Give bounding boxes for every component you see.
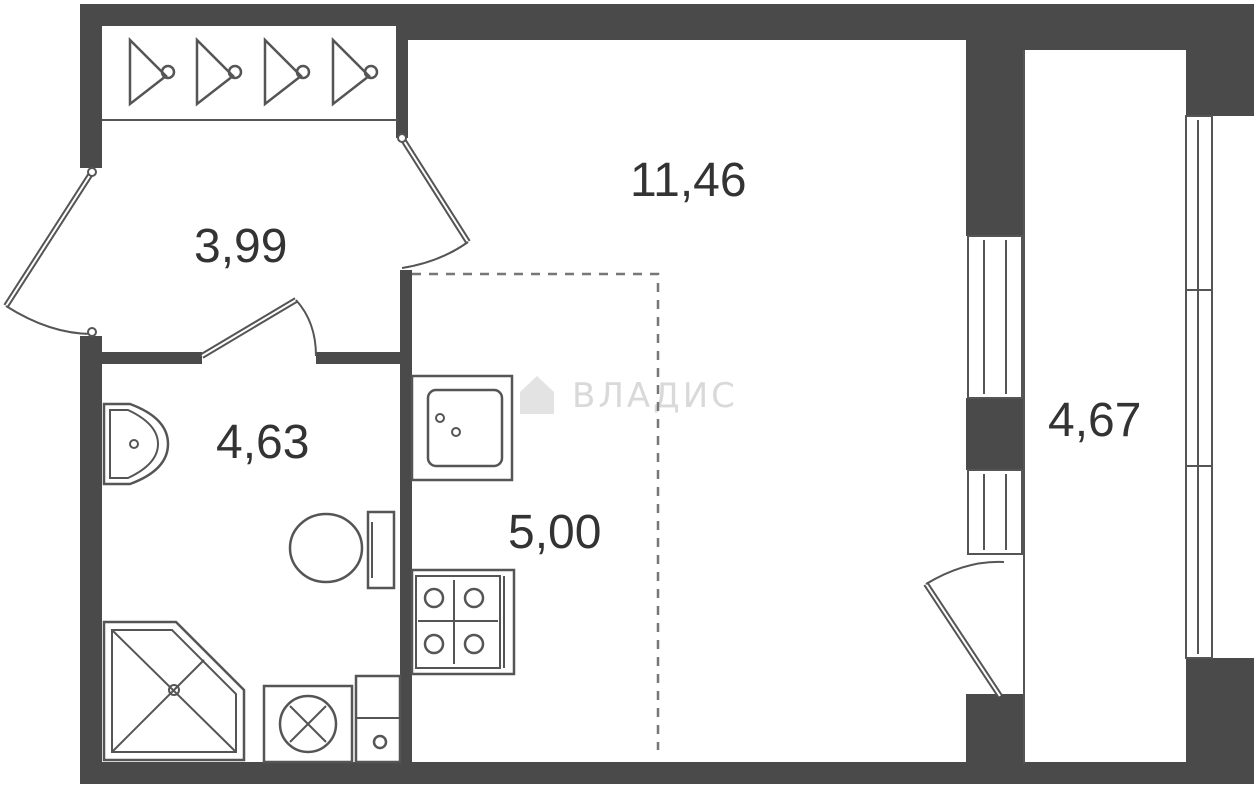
top-wall [80, 4, 968, 26]
drain-icon [168, 684, 180, 696]
burner-icon [463, 633, 485, 655]
hanger-icon [331, 36, 379, 107]
area-label-bathroom: 4,63 [216, 416, 309, 469]
bathroom-top-wall-left [102, 352, 202, 364]
left-wall-bottom [80, 336, 102, 784]
hanger-icon [195, 36, 243, 107]
right-pillar-top [966, 50, 1024, 236]
balcony-bottom-corner [1186, 658, 1254, 764]
toilet [288, 510, 396, 590]
burner-icon [463, 587, 485, 609]
hanger-icon [263, 36, 311, 107]
shower-cabin [102, 620, 246, 762]
wardrobe-hangers [128, 36, 379, 107]
burner-icon [423, 633, 445, 655]
balcony-top-corner [1186, 50, 1254, 116]
balcony-glazing [1185, 115, 1213, 659]
window-lower [967, 469, 1023, 555]
washbasin [102, 402, 170, 486]
area-label-hall: 3,99 [194, 220, 287, 273]
left-wall-top [80, 4, 102, 168]
watermark-logo-icon [520, 376, 554, 414]
burner-icon [423, 587, 445, 609]
kitchen-zone-boundary [412, 272, 660, 750]
bathroom-door[interactable] [200, 297, 317, 359]
water-riser [354, 674, 402, 764]
kitchen-bath-partition [400, 270, 412, 764]
entrance-door[interactable] [3, 167, 97, 337]
area-label-kitchen: 5,00 [508, 506, 601, 559]
walls [80, 4, 1254, 784]
wardrobe-partition [396, 26, 408, 138]
balcony-door[interactable] [923, 560, 1005, 698]
right-pillar-middle [966, 398, 1024, 470]
faucet-icon [435, 413, 445, 423]
bathroom-top-wall-right [316, 352, 406, 364]
kitchen-sink [410, 374, 514, 482]
watermark-text: ВЛАДИС [572, 376, 738, 416]
area-label-main-room: 11,46 [630, 154, 747, 207]
kitchen-stove [410, 568, 516, 676]
top-wall-inner [400, 26, 968, 40]
watermark: ВЛАДИС [520, 376, 738, 416]
bottom-wall [80, 762, 1254, 784]
right-top-wall [966, 4, 1254, 50]
hanger-icon [128, 36, 176, 107]
wardrobe-door[interactable] [397, 133, 471, 269]
window-upper [967, 235, 1023, 399]
area-label-balcony: 4,67 [1048, 394, 1141, 447]
right-pillar-bottom [966, 694, 1024, 764]
washing-machine [262, 684, 354, 764]
